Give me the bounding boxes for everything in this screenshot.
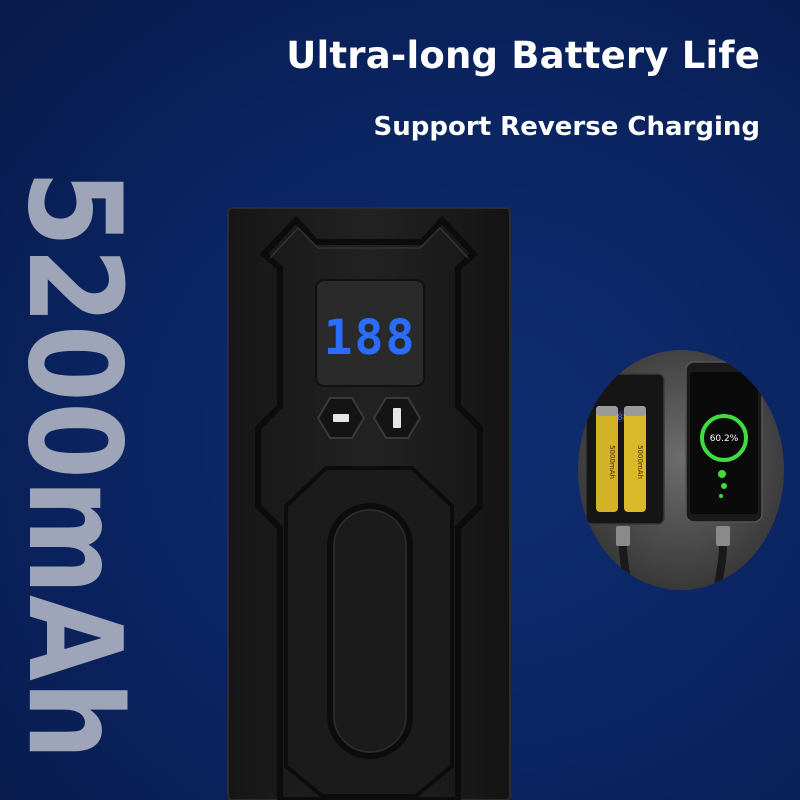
capacity-text: 5200mAh [2,170,147,760]
power-button[interactable] [316,397,366,439]
light-button[interactable] [372,397,422,439]
led-display [315,279,425,387]
power-bank-device: 188 [227,207,511,800]
capacity-label: 5200mAh [2,170,147,760]
svg-text:188: 188 [612,413,628,423]
battery-label: 5000mAh [608,445,616,479]
headline: Ultra-long Battery Life [286,34,760,77]
charging-ring-icon [700,414,748,462]
phone-charge-percent: 60.2% [710,434,739,444]
subheadline: Support Reverse Charging [373,112,760,142]
battery-cell-left: 5000mAh [596,406,618,512]
display-digits: 188 [324,310,417,366]
reverse-charging-inset: 188 5000mAh 5000mAh 60.2% [578,350,784,590]
battery-cell-right: 5000mAh [624,406,646,512]
battery-label: 5000mAh [636,445,644,479]
